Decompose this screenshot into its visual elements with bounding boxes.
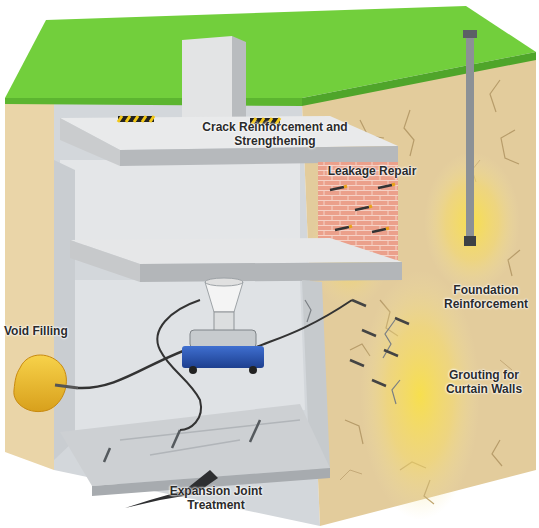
grout-hose [78, 345, 200, 388]
callout-label: Leakage Repair [322, 164, 422, 178]
grass-edge [302, 52, 536, 106]
pipe-cap [463, 30, 477, 38]
callout-label: Foundation Reinforcement [436, 283, 536, 311]
upper-slab-side [60, 118, 120, 166]
pump-housing [190, 330, 256, 348]
pipe-tip [464, 236, 476, 246]
callout-label: Crack Reinforcement and Strengthening [192, 120, 358, 148]
column-block [182, 36, 232, 126]
grass-edge [5, 98, 302, 106]
grout-pipe [466, 34, 474, 242]
packer-tips [344, 184, 395, 229]
hazard-bar [118, 116, 154, 122]
void-nozzle [55, 385, 78, 388]
pump-wheel [189, 366, 197, 374]
grass-top [5, 6, 536, 98]
upper-slab [60, 116, 398, 150]
middle-slab-edge [140, 262, 402, 282]
floor-joint-lines [120, 420, 300, 455]
pump-wheel [249, 366, 257, 374]
void-grout [14, 355, 67, 412]
callout-label: Expansion Joint Treatment [160, 484, 272, 512]
left-soil [5, 98, 54, 470]
back-wall [60, 160, 300, 245]
hazard-stripes [118, 116, 154, 122]
callout-label: Grouting for Curtain Walls [434, 368, 534, 396]
column-block-side [232, 36, 246, 126]
side-wall [54, 160, 75, 460]
pump-motor [182, 346, 264, 368]
middle-slab-side [70, 240, 140, 282]
floor-packers [104, 420, 260, 462]
hopper-rim [205, 278, 243, 286]
wall-packers [350, 300, 409, 386]
injection-packers [330, 185, 392, 232]
grout-hose [250, 300, 352, 350]
callout-label: Void Filling [4, 324, 84, 338]
